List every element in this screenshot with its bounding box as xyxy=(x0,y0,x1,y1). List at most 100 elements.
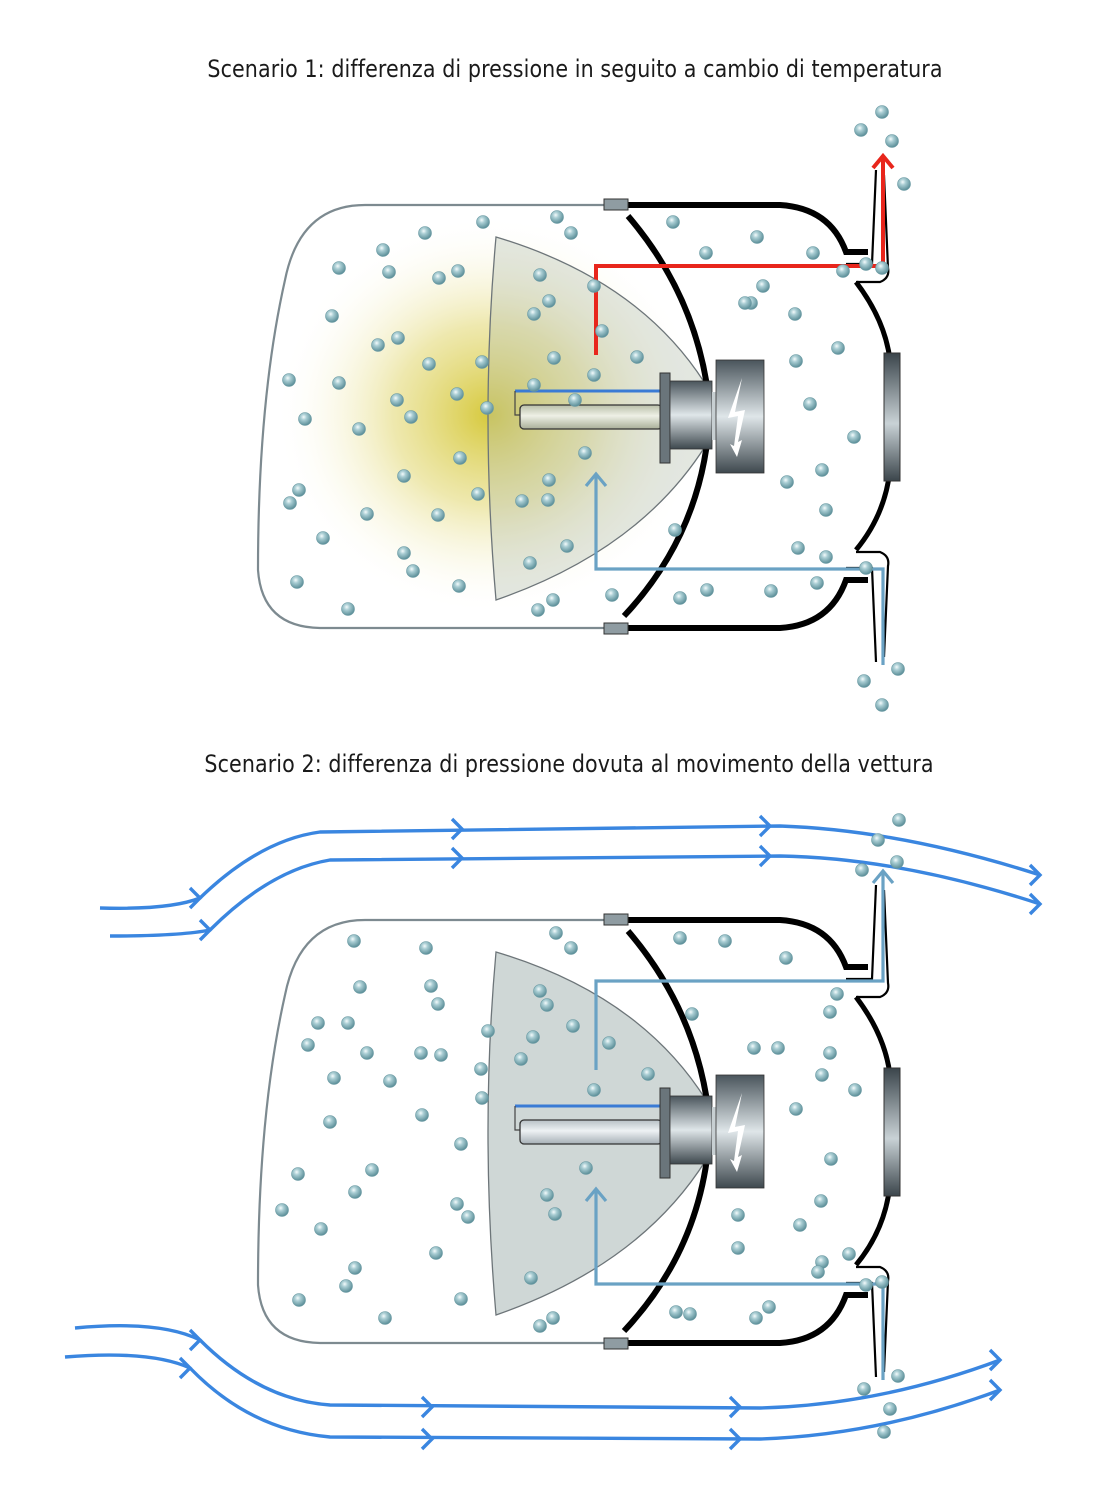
air-particle xyxy=(424,979,438,993)
air-particle xyxy=(847,430,861,444)
airflow-arrowhead xyxy=(758,844,773,868)
airflow-arrowhead xyxy=(198,918,213,942)
air-particle xyxy=(823,1046,837,1060)
scenario-1-diagram xyxy=(256,105,911,712)
air-particle xyxy=(476,215,490,229)
air-particle xyxy=(452,579,466,593)
air-particle xyxy=(673,931,687,945)
air-particle xyxy=(587,368,601,382)
housing-clip-bottom xyxy=(603,1337,629,1350)
air-particle xyxy=(815,1068,829,1082)
air-particle xyxy=(890,855,904,869)
airflow-arrowhead xyxy=(988,1348,1003,1372)
air-particle xyxy=(283,496,297,510)
air-particle xyxy=(673,591,687,605)
air-particle xyxy=(523,556,537,570)
air-particle xyxy=(533,268,547,282)
air-particle xyxy=(549,926,563,940)
high-voltage-icon xyxy=(728,1093,745,1172)
air-particle xyxy=(397,546,411,560)
air-particle xyxy=(339,1279,353,1293)
air-particle xyxy=(855,863,869,877)
bulb-base xyxy=(669,380,713,450)
air-particle xyxy=(450,1197,464,1211)
housing-clip-top xyxy=(603,913,629,926)
air-particle xyxy=(415,1108,429,1122)
air-particle xyxy=(353,980,367,994)
air-particle xyxy=(891,1369,905,1383)
inflow-path xyxy=(594,476,885,665)
xenon-bulb xyxy=(519,1119,663,1145)
air-particle xyxy=(526,1030,540,1044)
rear-shell-top xyxy=(626,202,868,255)
air-particle xyxy=(414,1046,428,1060)
bulb-base xyxy=(669,1095,713,1165)
air-particle xyxy=(831,341,845,355)
airflow-top-1 xyxy=(99,824,1041,910)
air-particle xyxy=(419,941,433,955)
air-particle xyxy=(422,357,436,371)
air-particle xyxy=(327,1071,341,1085)
air-particle xyxy=(666,215,680,229)
rear-shell-bottom xyxy=(626,577,868,631)
air-particle xyxy=(669,1305,683,1319)
air-particle xyxy=(390,393,404,407)
air-particle xyxy=(316,531,330,545)
air-particle xyxy=(605,588,619,602)
air-particle xyxy=(547,351,561,365)
air-particle xyxy=(641,1067,655,1081)
air-particle xyxy=(341,1016,355,1030)
air-particle xyxy=(700,583,714,597)
air-particle xyxy=(875,261,889,275)
air-particle xyxy=(578,446,592,460)
air-particle xyxy=(788,307,802,321)
air-particle xyxy=(685,1007,699,1021)
bulb-lead-bend xyxy=(514,1106,520,1131)
air-particle xyxy=(540,1188,554,1202)
air-particle xyxy=(391,331,405,345)
air-particle xyxy=(542,294,556,308)
scenario-1-title: Scenario 1: differenza di pressione in s… xyxy=(207,55,943,83)
air-particle xyxy=(857,674,871,688)
air-particle xyxy=(352,422,366,436)
airflow-arrowhead xyxy=(188,1328,203,1352)
air-particle xyxy=(348,1185,362,1199)
air-particle xyxy=(892,813,906,827)
air-particle xyxy=(587,279,601,293)
bulb-lead-bend xyxy=(514,391,520,416)
air-particle xyxy=(871,833,885,847)
air-particle xyxy=(450,387,464,401)
air-particle xyxy=(806,246,820,260)
pressure-vent-top xyxy=(846,884,890,999)
scenario-2-diagram xyxy=(64,813,1043,1451)
air-particle xyxy=(885,134,899,148)
air-particle xyxy=(480,401,494,415)
air-particle xyxy=(859,1278,873,1292)
air-particle xyxy=(883,1402,897,1416)
air-particle xyxy=(474,1062,488,1076)
air-particle xyxy=(875,698,889,712)
air-particle xyxy=(854,123,868,137)
air-particle xyxy=(830,987,844,1001)
air-particle xyxy=(771,1041,785,1055)
air-particle xyxy=(397,469,411,483)
air-particle xyxy=(453,451,467,465)
air-particle xyxy=(292,483,306,497)
outflow-arrowhead xyxy=(871,152,895,170)
air-particle xyxy=(311,1016,325,1030)
air-particle xyxy=(859,561,873,575)
air-particle xyxy=(595,324,609,338)
airflow-bottom-2 xyxy=(64,1353,1001,1441)
air-particle xyxy=(891,662,905,676)
air-particle xyxy=(857,1382,871,1396)
air-particle xyxy=(360,507,374,521)
air-particle xyxy=(378,1311,392,1325)
air-particle xyxy=(514,1052,528,1066)
air-particle xyxy=(348,1261,362,1275)
air-particle xyxy=(811,1265,825,1279)
xenon-bulb xyxy=(519,404,663,430)
air-particle xyxy=(683,1307,697,1321)
air-particle xyxy=(699,246,713,260)
air-particle xyxy=(859,257,873,271)
air-particle xyxy=(789,1102,803,1116)
